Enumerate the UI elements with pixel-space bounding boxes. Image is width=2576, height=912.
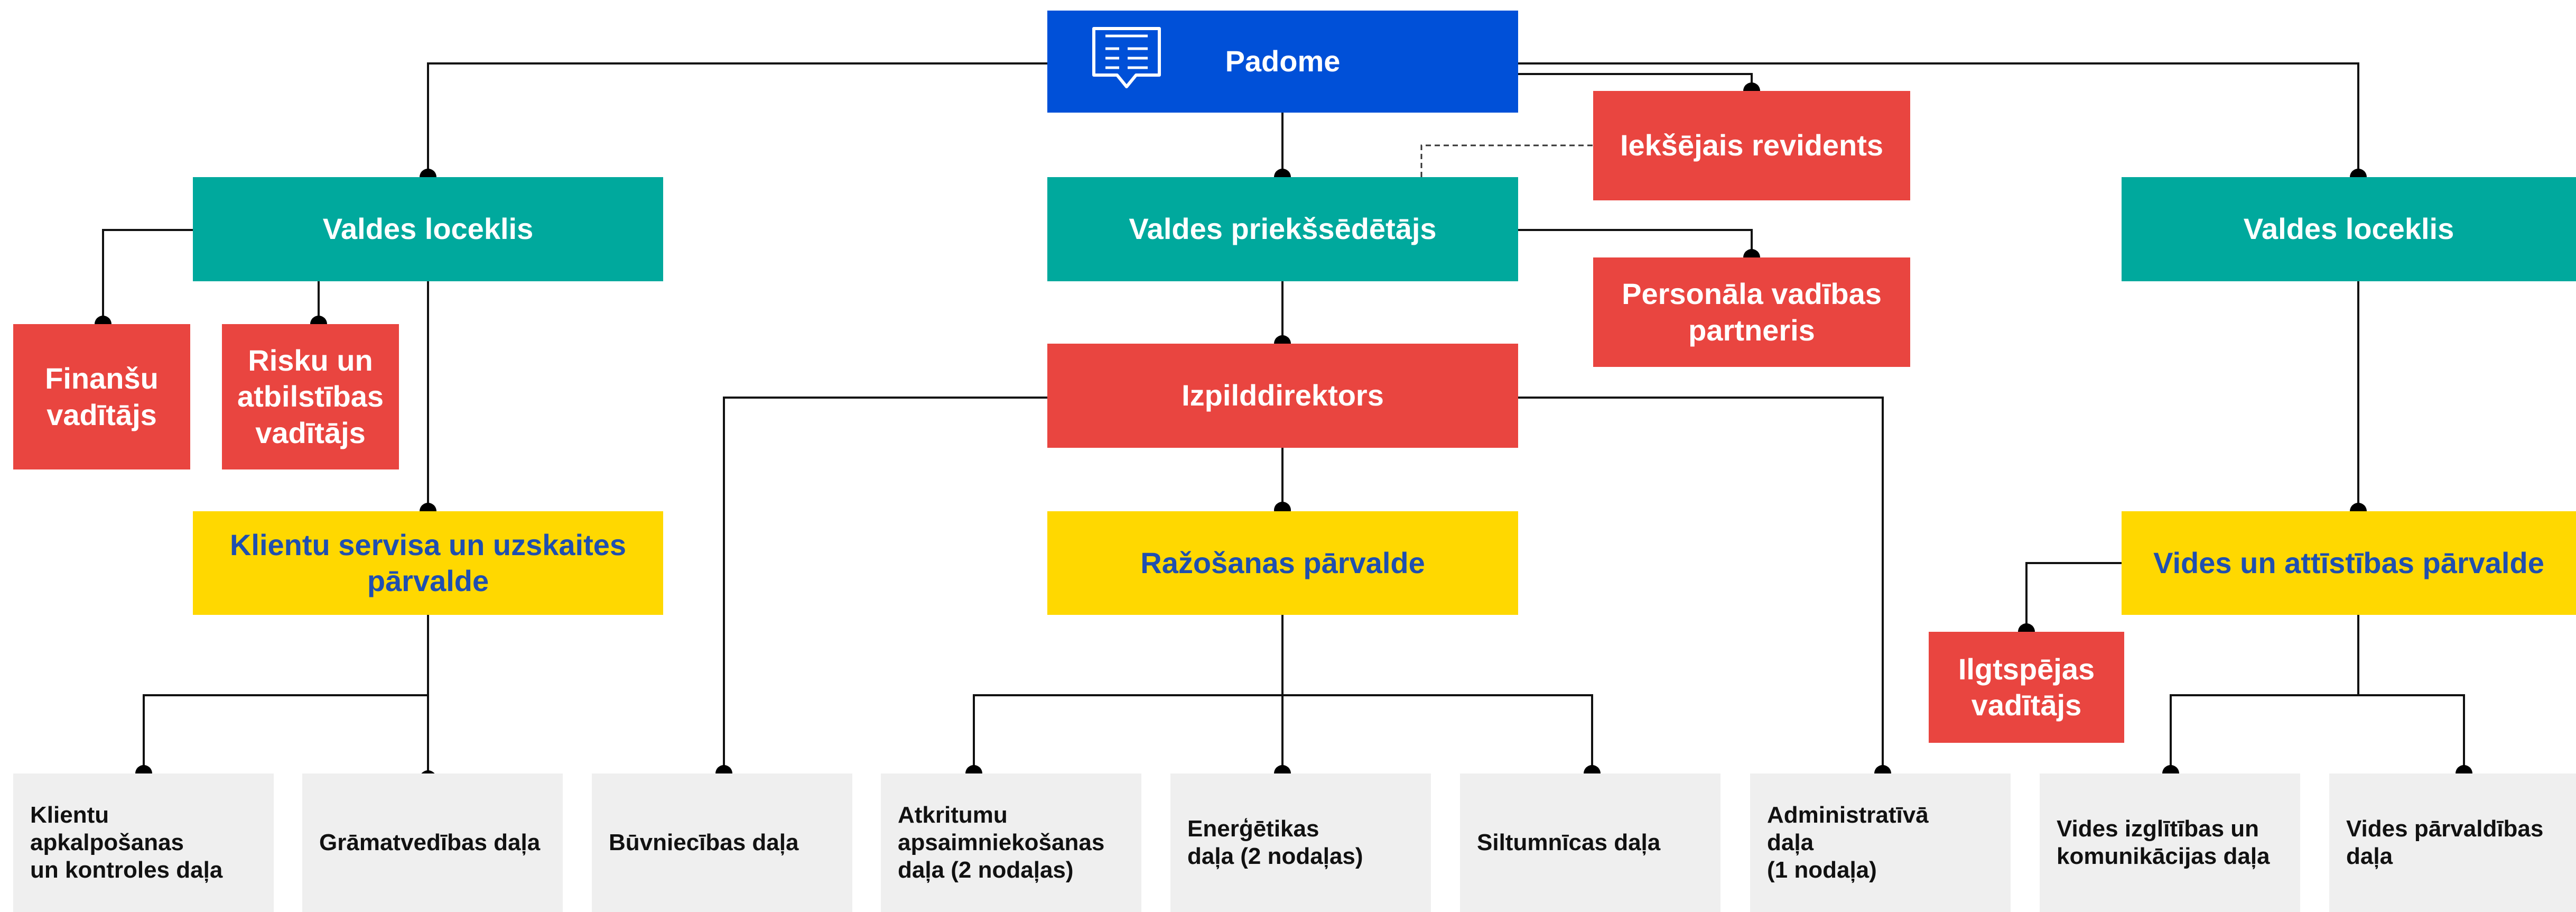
dept-accounting: Grāmatvedības daļa xyxy=(302,773,563,912)
dept-waste-management: Atkritumu apsaimniekošanas daļa (2 nodaļ… xyxy=(881,773,1141,912)
finance-manager-box: Finanšu vadītājs xyxy=(13,324,190,469)
dept-energy: Enerģētikas daļa (2 nodaļas) xyxy=(1170,773,1431,912)
risk-manager-box: Risku un atbilstības vadītājs xyxy=(222,324,399,469)
dept-administrative: Administratīvā daļa (1 nodaļa) xyxy=(1750,773,2011,912)
dept-client-service: Klientu apkalpošanas un kontroles daļa xyxy=(13,773,274,912)
dept-greenhouse: Siltumnīcas daļa xyxy=(1460,773,1721,912)
ceo-box: Izpilddirektors xyxy=(1047,344,1518,448)
dept-environmental-management: Vides pārvaldības daļa xyxy=(2329,773,2576,912)
board-member-left-box: Valdes loceklis xyxy=(193,177,663,281)
client-service-admin-box: Klientu servisa un uzskaites pārvalde xyxy=(193,511,663,615)
board-label: Padome xyxy=(1225,44,1341,78)
board-member-right-box: Valdes loceklis xyxy=(2122,177,2576,281)
sustainability-manager-box: Ilgtspējas vadītājs xyxy=(1929,632,2124,743)
board-box: Padome xyxy=(1047,11,1518,113)
production-admin-box: Ražošanas pārvalde xyxy=(1047,511,1518,615)
hr-partner-box: Personāla vadības partneris xyxy=(1593,257,1910,367)
environment-admin-box: Vides un attīstības pārvalde xyxy=(2122,511,2576,615)
chat-bubble-icon xyxy=(1092,27,1161,88)
dept-construction: Būvniecības daļa xyxy=(592,773,852,912)
chairman-box: Valdes priekšsēdētājs xyxy=(1047,177,1518,281)
dept-environmental-education: Vides izglītības un komunikācijas daļa xyxy=(2040,773,2300,912)
internal-auditor-box: Iekšējais revidents xyxy=(1593,91,1910,200)
